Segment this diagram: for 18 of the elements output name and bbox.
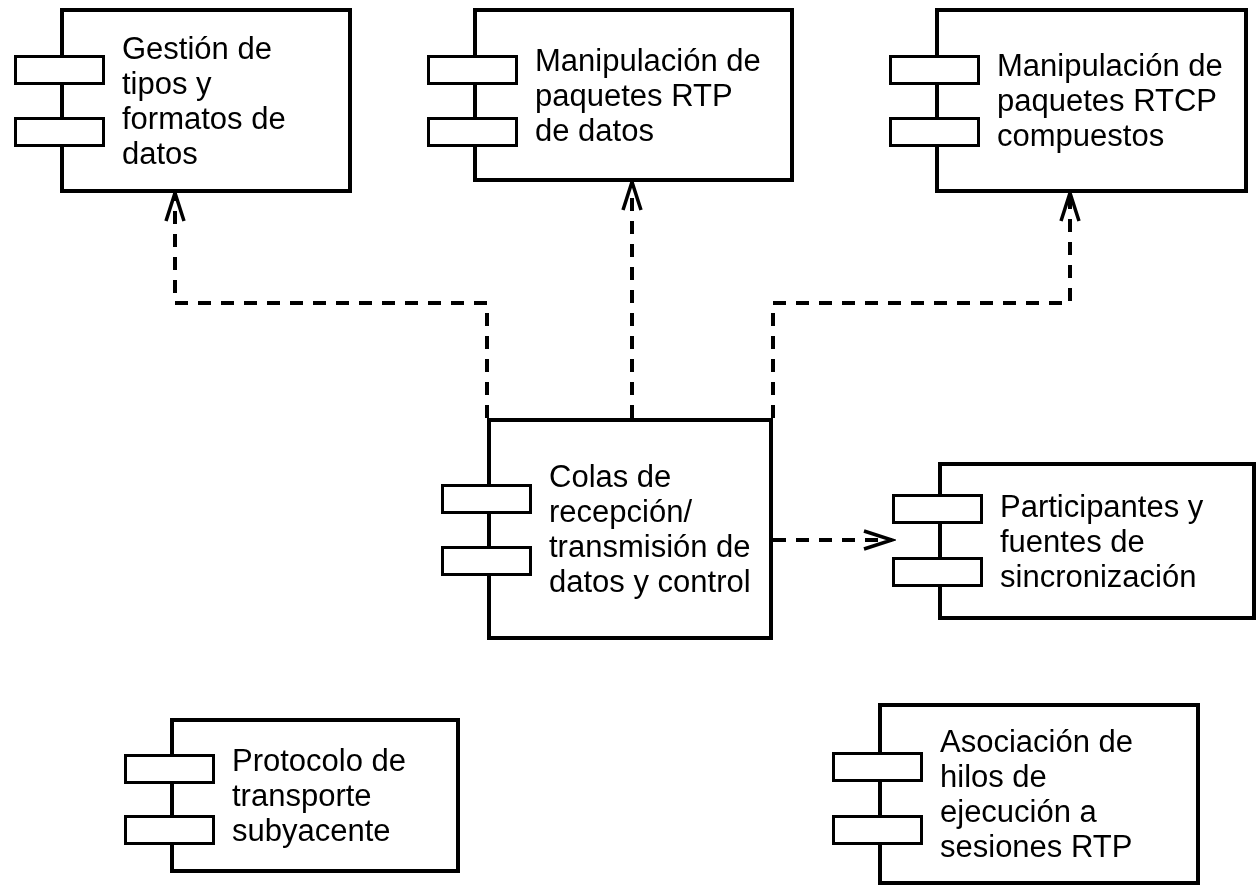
component-box (124, 718, 460, 873)
component-box (832, 703, 1200, 885)
component-label: Asociación de hilos de ejecución a sesiones RTP (940, 724, 1134, 864)
component-box (889, 8, 1248, 193)
dependency-arrow (621, 180, 643, 418)
dependency-arrow (164, 191, 489, 418)
component-label: Gestión de tipos y formatos de datos (122, 30, 287, 171)
component-label: Participantes y fuentes de sincronización (1000, 488, 1205, 594)
dependency-arrow (771, 191, 1081, 418)
component-label: Manipulación de paquetes RTCP compuestos (997, 48, 1224, 153)
component-label: Manipulación de paquetes RTP de datos (535, 42, 762, 148)
component-box (427, 8, 794, 182)
component-label: Colas de recepción/ transmisión de datos y control (549, 459, 752, 599)
component-box (892, 462, 1256, 620)
component-box (441, 418, 773, 640)
component-label: Protocolo de transporte subyacente (232, 743, 408, 848)
component-box (14, 8, 352, 193)
dependency-arrow (773, 529, 894, 551)
